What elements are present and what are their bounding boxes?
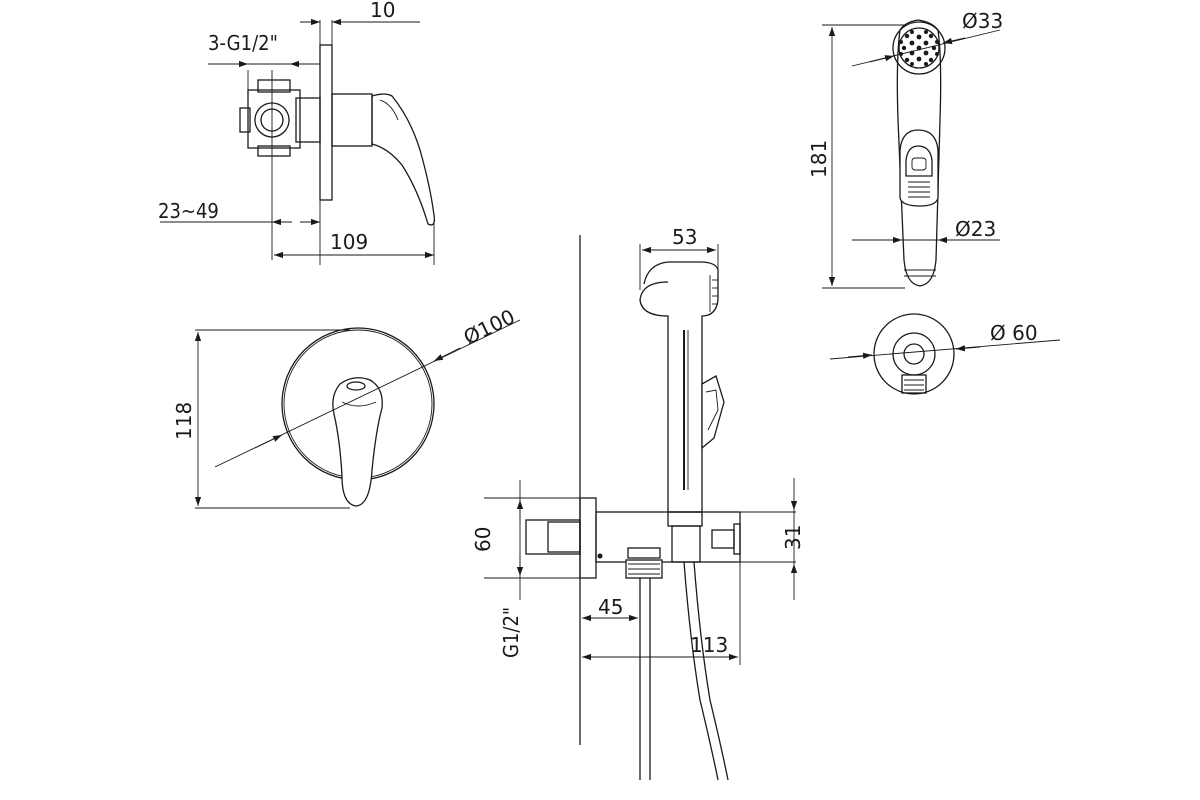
dim-outlet-offset: 45: [598, 595, 623, 619]
dim-holder-diameter: Ø 60: [990, 321, 1038, 345]
dim-mixer-depth: 109: [330, 230, 368, 254]
trigger-grip-lines: [908, 181, 930, 198]
mixer-front-view: Ø100 118: [172, 304, 521, 509]
dim-spray-diameter: Ø33: [962, 9, 1003, 33]
dim-bracket-height: 31: [781, 525, 805, 550]
dim-head-width: 53: [672, 225, 697, 249]
dim-inlet-thread: 3-G1/2": [208, 31, 278, 55]
dim-holder-thread: G1/2": [499, 607, 523, 658]
holder-front-view: Ø 60: [829, 313, 1061, 395]
dim-handle-diameter: Ø23: [955, 217, 996, 241]
mixer-side-view: 10 3-G1/2" 23~49 109: [158, 0, 436, 265]
dim-plate-height: 118: [172, 402, 196, 440]
dim-plate-diameter: Ø100: [460, 304, 519, 349]
dim-holder-height: 60: [471, 527, 495, 552]
dim-bracket-depth: 113: [690, 633, 728, 657]
spray-nozzle-holes: [899, 30, 939, 66]
dim-head-length: 181: [807, 140, 831, 178]
dim-wall-depth: 23~49: [158, 199, 219, 223]
spray-head-view: Ø33 181 Ø23: [807, 9, 1003, 289]
assembly-side-view: 53 60 G1/2" 45 113 31: [471, 225, 805, 781]
dim-plate-thickness: 10: [370, 0, 395, 22]
